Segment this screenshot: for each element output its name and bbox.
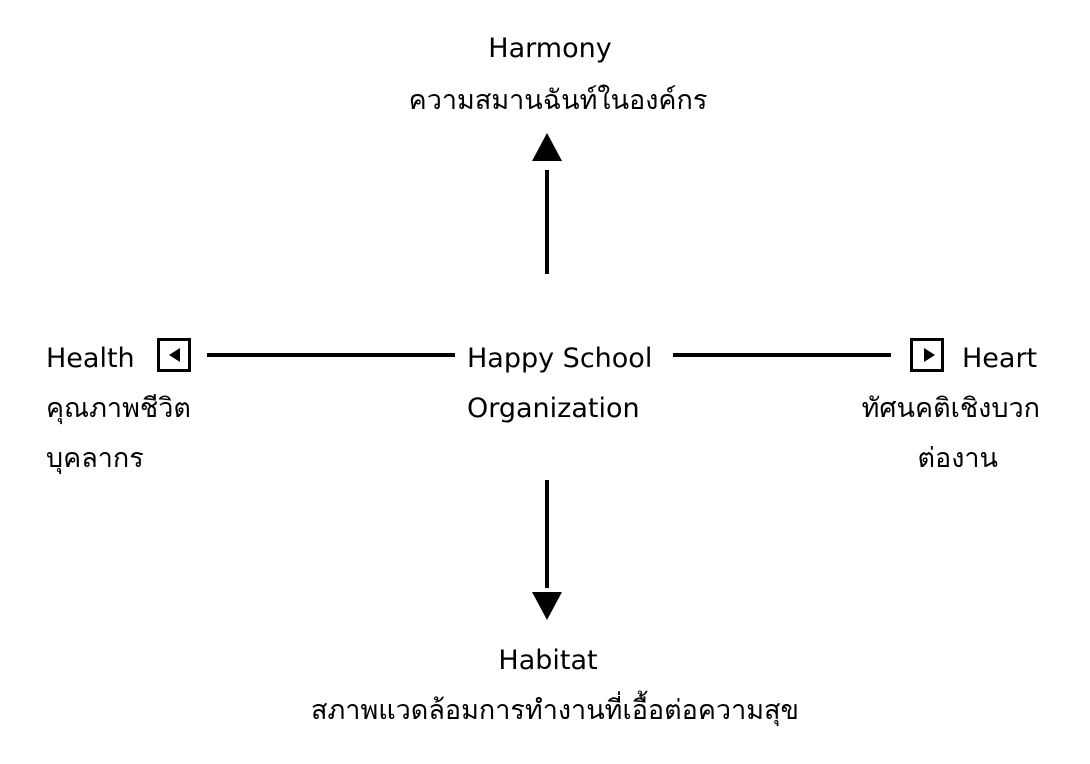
connector-down <box>545 480 549 588</box>
triangle-right-boxed-icon <box>910 338 944 372</box>
center-line2: Organization <box>467 393 640 424</box>
arrow-up-icon <box>532 133 562 161</box>
triangle-left-boxed-icon <box>157 338 191 372</box>
bottom-subtitle: สภาพแวดล้อมการทำงานที่เอื้อต่อความสุข <box>311 695 799 726</box>
connector-right <box>673 353 891 357</box>
connector-left <box>207 353 455 357</box>
right-line3: ต่องาน <box>917 443 998 474</box>
connector-up <box>545 170 549 274</box>
right-line2: ทัศนคติเชิงบวก <box>861 393 1040 424</box>
left-title: Health <box>46 343 135 374</box>
top-subtitle: ความสมานฉันท์ในองค์กร <box>408 85 708 116</box>
top-title: Harmony <box>488 33 612 64</box>
right-title: Heart <box>962 343 1038 374</box>
center-line1: Happy School <box>467 343 653 374</box>
bottom-title: Habitat <box>498 645 598 676</box>
left-line2: คุณภาพชีวิต <box>46 393 191 424</box>
arrow-down-icon <box>532 592 562 620</box>
left-line3: บุคลากร <box>46 443 144 474</box>
